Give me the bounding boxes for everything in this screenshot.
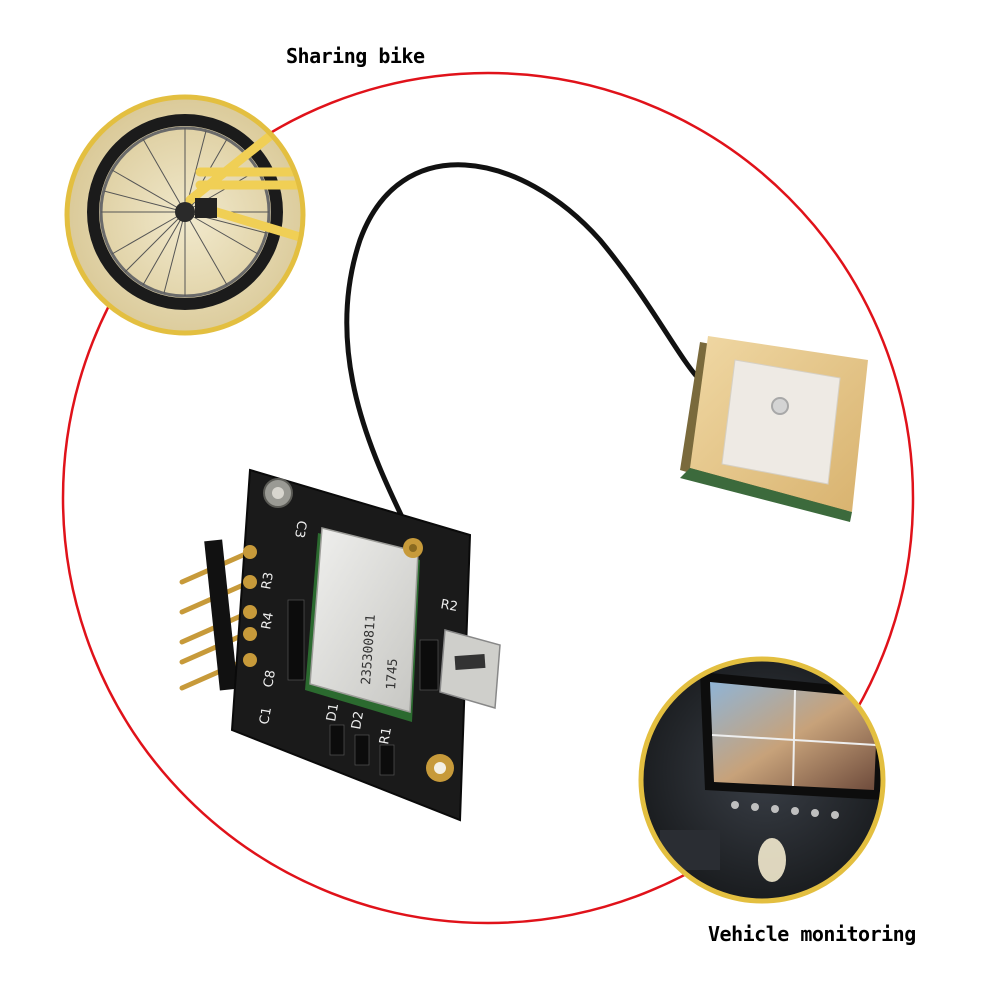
patch-antenna-icon [680,336,868,522]
label-d1: D1 [324,702,342,723]
label-r1: R1 [377,726,395,746]
label-r4: R4 [259,611,277,631]
label-c8: C8 [261,669,279,689]
module-date-text: 1745 [384,658,401,690]
bike-wheel-icon [64,94,306,336]
antenna-cable [344,162,703,543]
caption-sharing-bike: Sharing bike [286,44,425,68]
caption-vehicle-monitoring: Vehicle monitoring [708,922,916,946]
module-id-text: 235300811 [359,614,379,685]
label-r2: R2 [439,597,459,615]
dashboard-monitor-icon [638,656,886,904]
label-c3: C3 [291,519,309,539]
label-d2: D2 [349,710,367,731]
gps-module-icon: 235300811 1745 C8 C1 R1 [179,468,501,822]
red-ring [61,71,915,925]
label-c1: C1 [257,706,275,726]
label-r3: R3 [259,571,277,591]
